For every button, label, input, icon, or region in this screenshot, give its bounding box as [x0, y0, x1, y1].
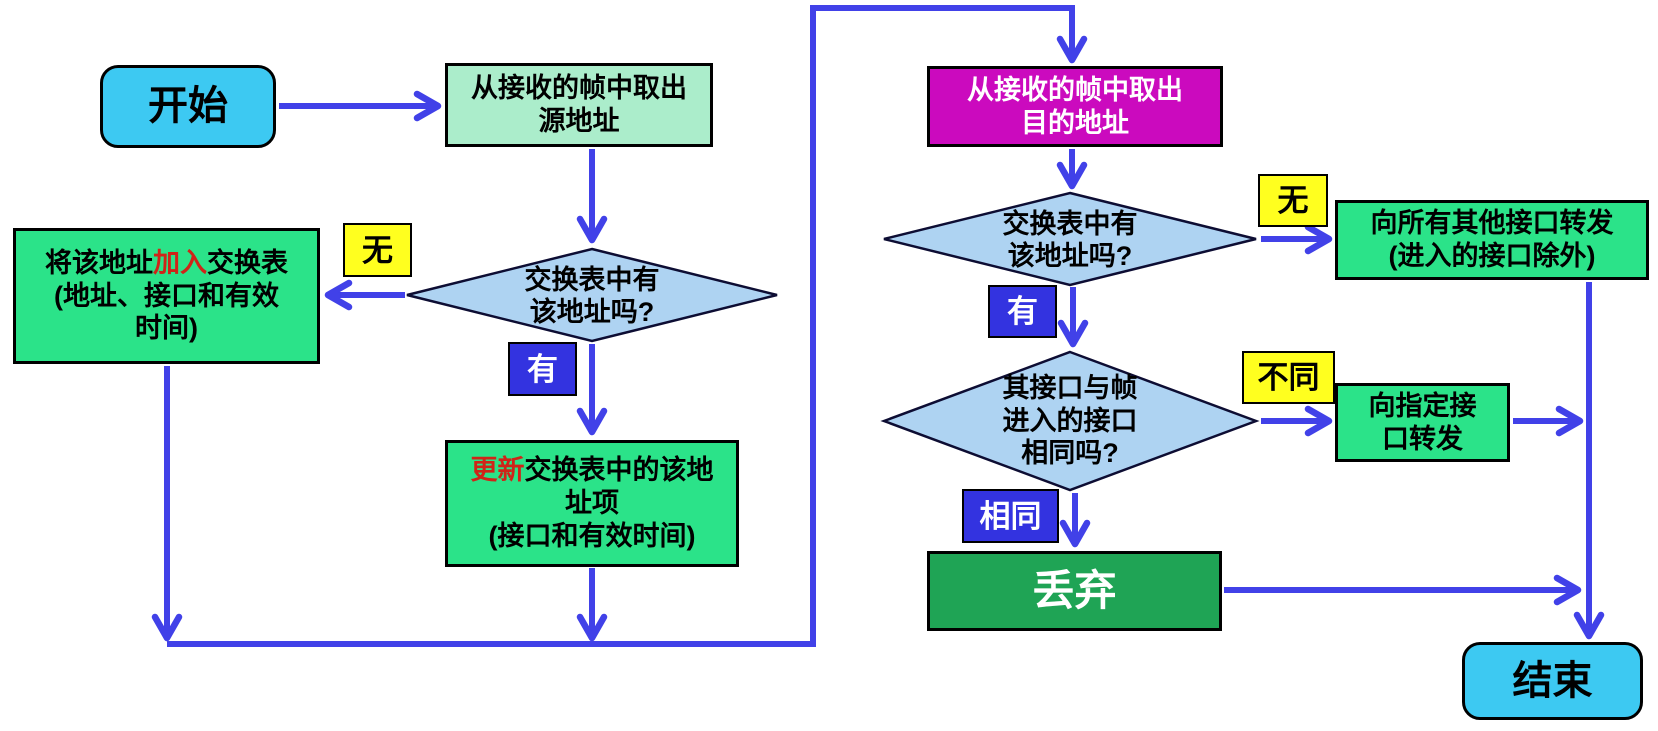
text-line: 向指定接	[1368, 390, 1477, 421]
branch-label-same: 相同	[962, 489, 1059, 543]
start-label: 开始	[148, 84, 228, 129]
discard-label: 丢弃	[1032, 567, 1117, 615]
text-line: 目的地址	[1021, 107, 1129, 138]
branch-label-no-source: 无	[343, 223, 412, 277]
branch-label-yes-source: 有	[508, 342, 577, 396]
process-discard: 丢弃	[927, 551, 1222, 631]
text-line: 时间)	[135, 313, 198, 344]
process-forward-specified-port: 向指定接 口转发	[1335, 383, 1510, 462]
branch-label-text: 无	[1277, 183, 1309, 218]
text-segment: 将该地址	[45, 247, 153, 278]
text-line: 将该地址加入交换表	[45, 247, 288, 280]
branch-label-yes-dest: 有	[988, 285, 1057, 338]
process-add-entry: 将该地址加入交换表 (地址、接口和有效 时间)	[13, 228, 320, 364]
text-line: (地址、接口和有效	[54, 280, 279, 311]
branch-label-different: 不同	[1242, 351, 1335, 404]
branch-label-text: 有	[1007, 294, 1038, 329]
text-line: (接口和有效时间)	[488, 520, 696, 551]
highlight-text: 更新	[470, 455, 525, 486]
text-line: 口转发	[1382, 423, 1463, 454]
decision-source-diamond	[406, 247, 778, 343]
branch-label-no-dest: 无	[1258, 174, 1328, 227]
text-line: 址项	[565, 488, 619, 519]
process-forward-all-ports: 向所有其他接口转发 (进入的接口除外)	[1335, 200, 1649, 280]
end-terminal: 结束	[1462, 642, 1643, 720]
edge-loop-to-extract-dest	[167, 5, 1088, 647]
decision-port-diamond	[880, 350, 1260, 492]
branch-label-text: 无	[362, 232, 393, 268]
branch-label-text: 相同	[979, 498, 1042, 534]
process-update-entry: 更新交换表中的该地 址项 (接口和有效时间)	[445, 440, 739, 567]
process-extract-destination-address: 从接收的帧中取出 目的地址	[927, 66, 1223, 147]
text-line: 从接收的帧中取出	[471, 73, 687, 104]
text-line: 源地址	[538, 106, 620, 136]
highlight-text: 加入	[153, 247, 207, 278]
decision-dest-diamond	[883, 191, 1257, 287]
process-extract-source-address: 从接收的帧中取出 源地址	[445, 63, 713, 147]
text-segment: 交换表	[207, 247, 288, 278]
branch-label-text: 有	[527, 351, 558, 387]
end-label: 结束	[1512, 658, 1593, 703]
text-line: (进入的接口除外)	[1388, 241, 1596, 271]
text-segment: 交换表中的该地	[524, 455, 714, 486]
branch-label-text: 不同	[1257, 360, 1320, 395]
start-terminal: 开始	[100, 65, 276, 148]
text-line: 向所有其他接口转发	[1370, 208, 1614, 239]
text-line: 更新交换表中的该地	[471, 454, 714, 487]
text-line: 从接收的帧中取出	[967, 74, 1183, 105]
